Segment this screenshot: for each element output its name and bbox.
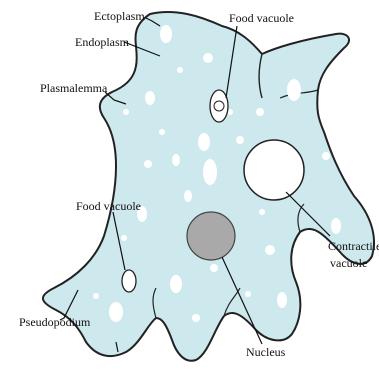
label-pseudopodium: Pseudopodium (19, 315, 91, 329)
label-contractile-line1: Contractile (328, 239, 379, 253)
label-food-vacuole-left: Food vacuole (76, 199, 141, 213)
label-endoplasm: Endoplasm (75, 35, 130, 49)
label-nucleus: Nucleus (246, 345, 286, 359)
amoeba-body (43, 12, 374, 361)
label-plasmalemma: Plasmalemma (40, 81, 108, 95)
label-food-vacuole-top: Food vacuole (229, 11, 294, 25)
food-vacuole-left (122, 270, 136, 292)
contractile-vacuole (244, 140, 304, 200)
label-ectoplasm: Ectoplasm (94, 9, 145, 23)
nucleus (187, 212, 235, 260)
label-contractile-line2: vacuole (330, 256, 367, 270)
food-vacuole-top (210, 90, 228, 122)
